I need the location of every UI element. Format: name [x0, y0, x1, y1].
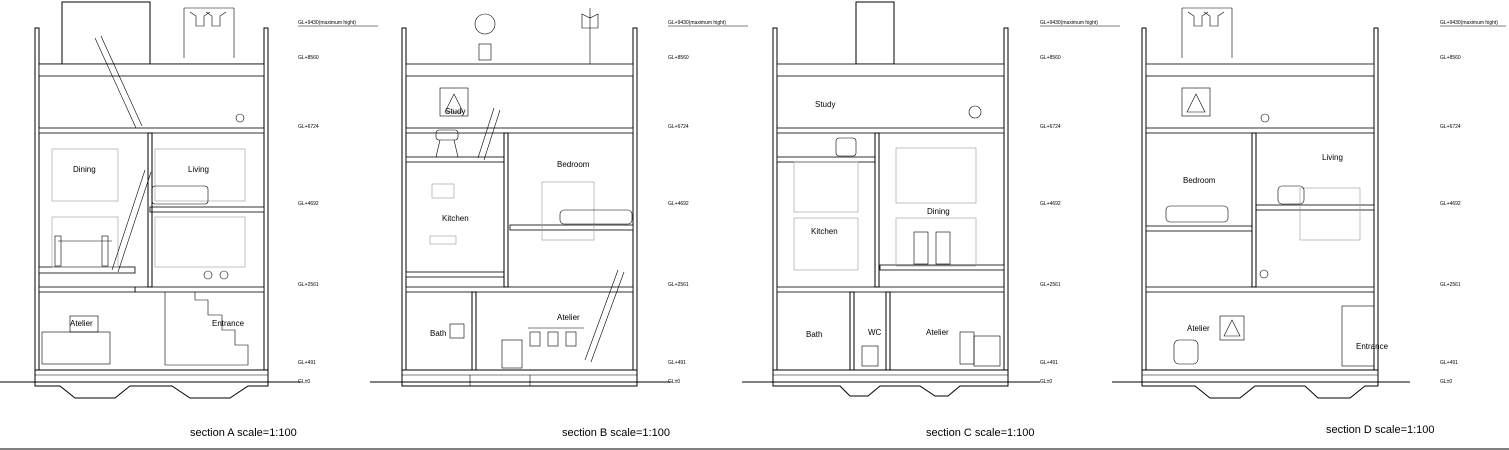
- room-label: Study: [445, 107, 465, 116]
- section-caption: section B scale=1:100: [562, 427, 670, 439]
- room-label: WC: [868, 328, 882, 337]
- level-mark: GL±0: [1440, 379, 1452, 385]
- level-mark: GL+6724: [668, 124, 689, 130]
- level-mark: GL+4692: [1440, 201, 1461, 207]
- room-label: Bedroom: [1183, 176, 1216, 185]
- room-label: Entrance: [1356, 342, 1389, 351]
- level-mark: GL+6724: [1440, 124, 1461, 130]
- level-mark: GL+9430(maximum hight): [1040, 20, 1098, 26]
- level-mark: GL+8560: [298, 55, 319, 61]
- room-label: Study: [815, 100, 835, 109]
- level-mark: GL±0: [1040, 379, 1052, 385]
- level-mark: GL+2561: [298, 282, 319, 288]
- level-mark: GL+6724: [1040, 124, 1061, 130]
- level-mark: GL+491: [668, 360, 686, 366]
- room-label: Dining: [927, 207, 950, 216]
- room-label: Kitchen: [442, 214, 469, 223]
- level-mark: GL+6724: [298, 124, 319, 130]
- level-mark: GL+4692: [668, 201, 689, 207]
- room-label: Living: [1322, 153, 1343, 162]
- level-mark: GL+9430(maximum hight): [668, 20, 726, 26]
- room-label: Atelier: [70, 319, 93, 328]
- section-caption: section C scale=1:100: [926, 427, 1035, 439]
- level-mark: GL+2561: [1440, 282, 1461, 288]
- level-mark: GL+491: [1440, 360, 1458, 366]
- room-label: Kitchen: [811, 227, 838, 236]
- level-mark: GL+8560: [668, 55, 689, 61]
- room-label: Bedroom: [557, 160, 590, 169]
- room-label: Atelier: [926, 328, 949, 337]
- section-b: Study Bedroom Kitchen Atelier Bath GL+94…: [370, 8, 748, 439]
- level-mark: GL+491: [298, 360, 316, 366]
- section-c: Study Dining Kitchen Bath WC Atelier GL+…: [742, 1, 1120, 439]
- room-label: Bath: [430, 329, 446, 338]
- level-mark: GL+9430(maximum hight): [298, 20, 356, 26]
- room-label: Entrance: [212, 319, 245, 328]
- level-marks: GL+9430(maximum hight) GL+8560 GL+6724 G…: [298, 20, 378, 385]
- section-caption: section A scale=1:100: [190, 427, 297, 439]
- room-label: Atelier: [1187, 324, 1210, 333]
- section-d: Living Bedroom Atelier Entrance GL+9430(…: [1112, 7, 1506, 436]
- room-label: Dining: [73, 165, 96, 174]
- level-marks: GL+9430(maximum hight) GL+8560 GL+6724 G…: [668, 20, 748, 385]
- level-mark: GL+491: [1040, 360, 1058, 366]
- level-mark: GL+8560: [1440, 55, 1461, 61]
- level-marks: GL+9430(maximum hight) GL+8560 GL+6724 G…: [1040, 20, 1120, 385]
- level-mark: GL+2561: [668, 282, 689, 288]
- level-mark: GL±0: [298, 379, 310, 385]
- level-mark: GL+9430(maximum hight): [1440, 20, 1498, 26]
- level-marks: GL+9430(maximum hight) GL+8560 GL+6724 G…: [1440, 20, 1506, 385]
- level-mark: GL+4692: [298, 201, 319, 207]
- room-label: Living: [188, 165, 209, 174]
- level-mark: GL+8560: [1040, 55, 1061, 61]
- level-mark: GL±0: [668, 379, 680, 385]
- section-caption: section D scale=1:100: [1326, 424, 1435, 436]
- section-a: Dining Living Atelier Entrance GL+9430(m…: [0, 1, 378, 439]
- room-label: Atelier: [557, 313, 580, 322]
- level-mark: GL+2561: [1040, 282, 1061, 288]
- level-mark: GL+4692: [1040, 201, 1061, 207]
- room-label: Bath: [806, 330, 822, 339]
